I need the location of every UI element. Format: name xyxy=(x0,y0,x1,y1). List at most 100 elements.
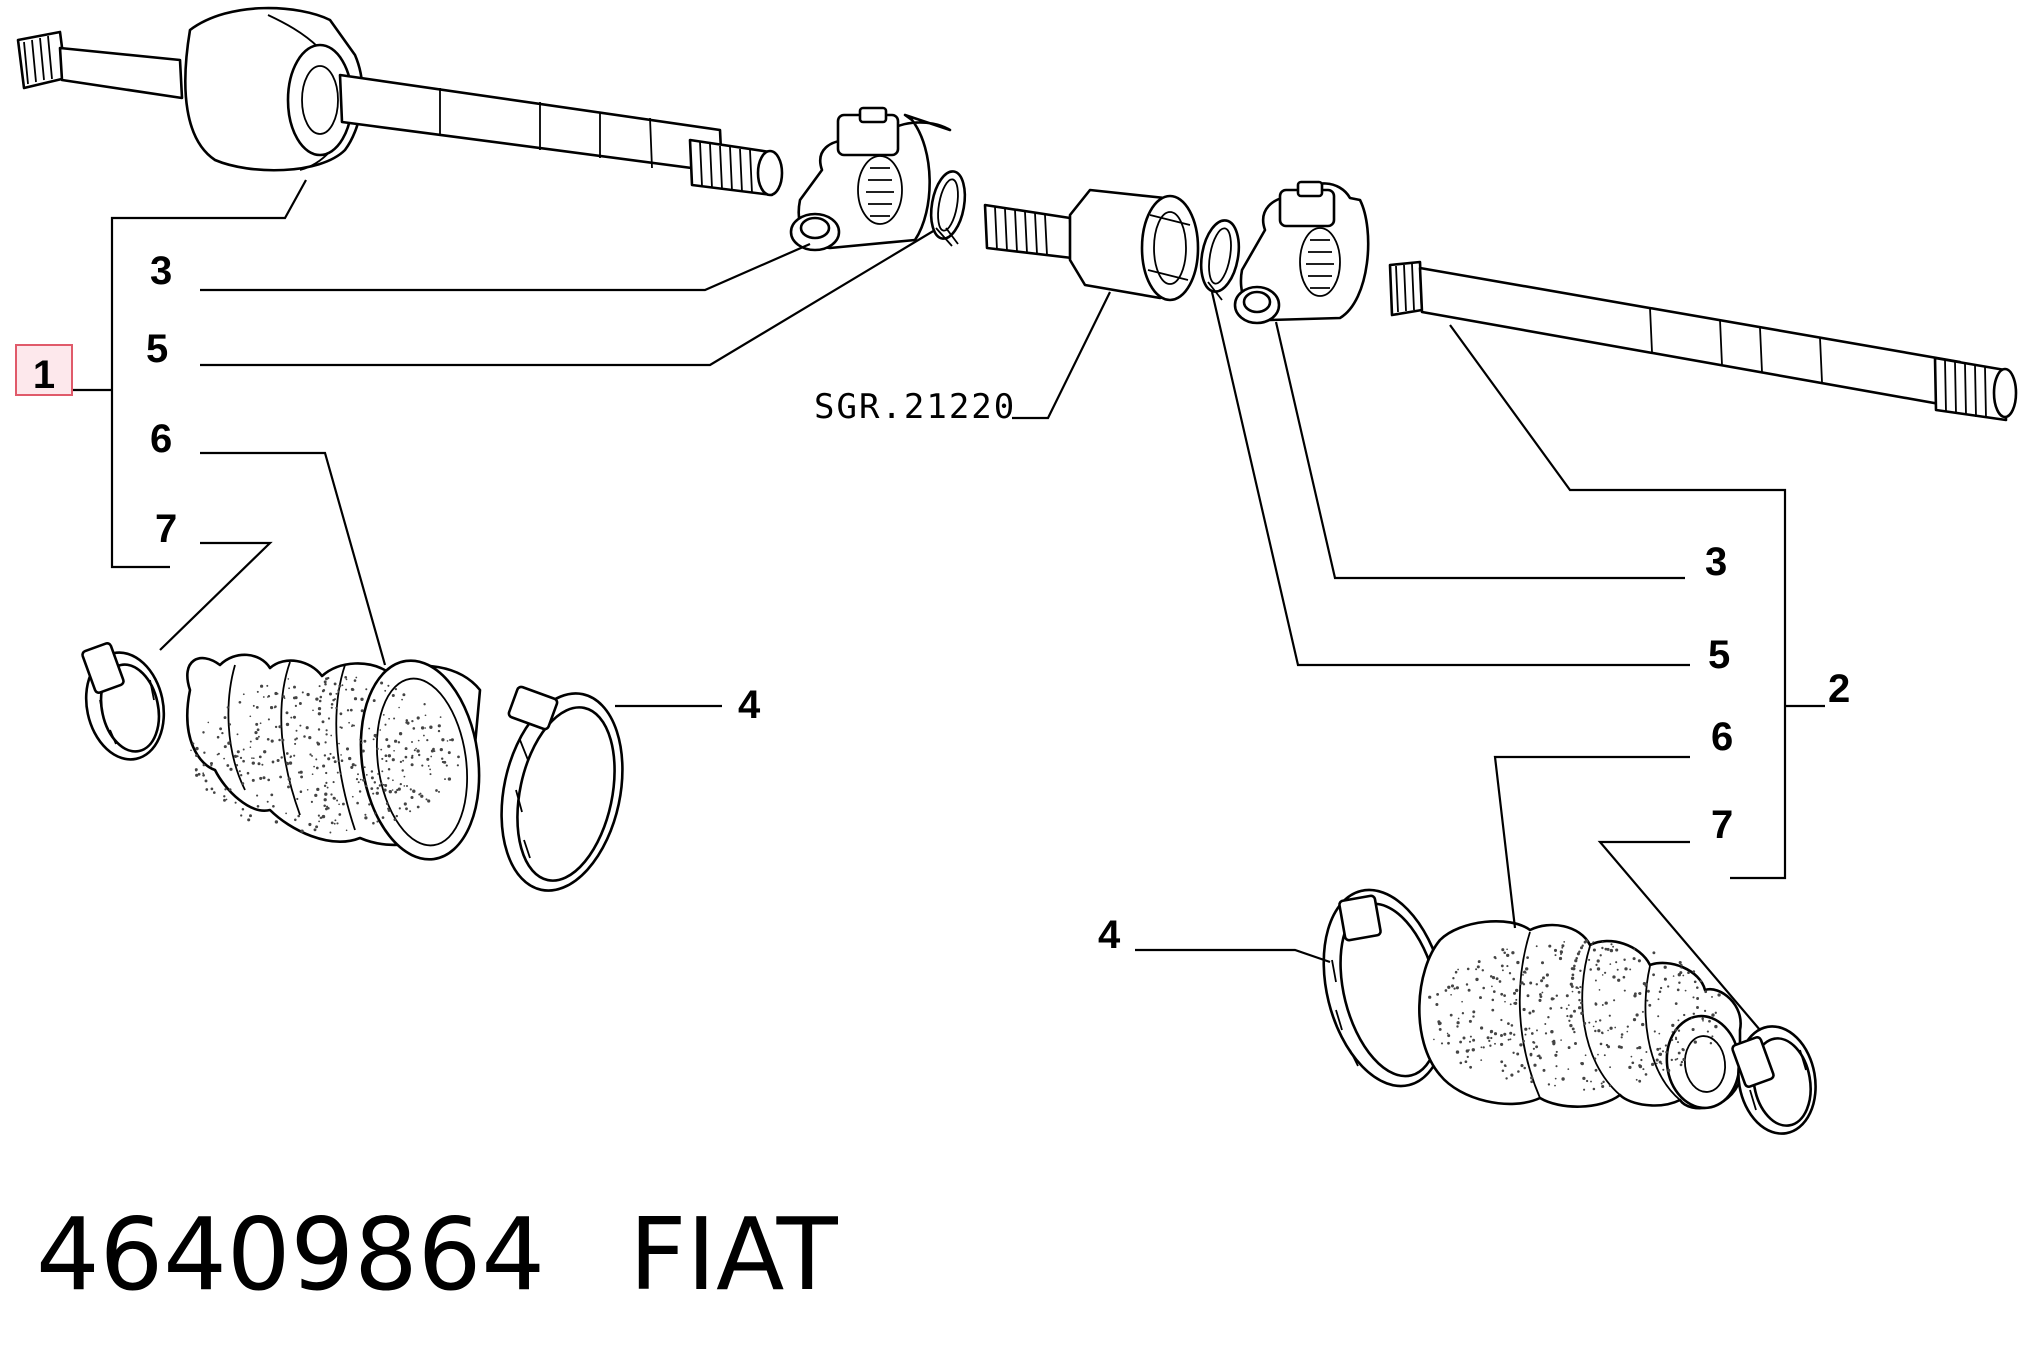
texture-dot xyxy=(1642,1068,1645,1071)
texture-dot xyxy=(427,764,430,767)
texture-dot xyxy=(1554,1077,1557,1080)
texture-dot xyxy=(303,735,306,738)
texture-dot xyxy=(409,810,412,813)
texture-dot xyxy=(1500,1034,1503,1037)
texture-dot xyxy=(1491,985,1493,988)
assembly-highlight-box xyxy=(15,344,73,396)
texture-dot xyxy=(1525,967,1529,971)
texture-dot xyxy=(1446,1032,1449,1035)
texture-dot xyxy=(1584,1054,1587,1057)
texture-dot xyxy=(225,798,228,801)
texture-dot xyxy=(1604,947,1608,951)
texture-dot xyxy=(1704,1009,1707,1013)
texture-dot xyxy=(1591,943,1594,946)
texture-dot xyxy=(1555,1065,1558,1068)
texture-dot xyxy=(1658,990,1662,994)
texture-dot xyxy=(1464,1060,1468,1064)
texture-dot xyxy=(392,779,394,782)
texture-dot xyxy=(1583,940,1587,944)
callout-left-4[interactable]: 4 xyxy=(738,683,761,727)
texture-dot xyxy=(380,681,384,685)
texture-dot xyxy=(1495,977,1499,981)
reference-code-label[interactable]: SGR.21220 xyxy=(814,387,1016,427)
texture-dot xyxy=(1680,963,1682,966)
texture-dot xyxy=(1637,959,1641,963)
texture-dot xyxy=(374,812,377,815)
texture-dot xyxy=(337,690,340,693)
texture-dot xyxy=(1567,1004,1570,1007)
texture-dot xyxy=(1522,1007,1526,1012)
texture-dot xyxy=(272,804,275,808)
texture-dot xyxy=(1578,998,1581,1002)
texture-dot xyxy=(393,749,395,752)
texture-dot xyxy=(197,772,201,776)
texture-dot xyxy=(1459,1061,1463,1065)
callout-left-7[interactable]: 7 xyxy=(155,507,177,551)
texture-dot xyxy=(1545,984,1549,988)
texture-dot xyxy=(1659,1047,1662,1050)
texture-dot xyxy=(1608,1084,1612,1088)
callout-right-3[interactable]: 3 xyxy=(1705,540,1727,584)
texture-dot xyxy=(385,738,389,742)
texture-dot xyxy=(1676,1041,1680,1044)
texture-dot xyxy=(1601,1084,1605,1089)
texture-dot xyxy=(288,687,290,690)
texture-dot xyxy=(1548,944,1552,948)
texture-dot xyxy=(1554,1084,1556,1087)
texture-dot xyxy=(1524,1033,1527,1036)
texture-dot xyxy=(1692,996,1695,999)
texture-dot xyxy=(393,818,397,821)
texture-dot xyxy=(1480,1059,1483,1061)
texture-dot xyxy=(315,758,318,761)
texture-dot xyxy=(1580,1001,1583,1005)
texture-dot xyxy=(329,692,332,696)
callout-left-3[interactable]: 3 xyxy=(150,249,172,293)
texture-dot xyxy=(251,761,255,765)
texture-dot xyxy=(430,755,433,758)
callout-right-5[interactable]: 5 xyxy=(1708,633,1730,677)
texture-dot xyxy=(1645,1051,1648,1053)
callout-right-4[interactable]: 4 xyxy=(1098,913,1121,957)
texture-dot xyxy=(1667,985,1670,988)
texture-dot xyxy=(1701,1017,1704,1021)
texture-dot xyxy=(1711,1013,1715,1017)
texture-dot xyxy=(1503,994,1506,997)
texture-dot xyxy=(399,760,403,764)
texture-dot xyxy=(278,725,282,729)
texture-dot xyxy=(1615,948,1619,952)
callout-right-6[interactable]: 6 xyxy=(1711,715,1733,759)
texture-dot xyxy=(314,793,318,798)
texture-dot xyxy=(384,723,387,726)
texture-dot xyxy=(1538,1056,1542,1060)
texture-dot xyxy=(325,729,328,732)
texture-dot xyxy=(433,750,436,753)
texture-dot xyxy=(1493,955,1497,959)
texture-dot xyxy=(1640,1058,1643,1062)
callout-left-assembly[interactable]: 1 xyxy=(33,353,55,397)
texture-dot xyxy=(353,679,357,682)
brand-name: FIAT xyxy=(628,1196,838,1313)
callout-left-5[interactable]: 5 xyxy=(146,327,168,371)
texture-dot xyxy=(1469,1035,1472,1038)
callout-right-assembly[interactable]: 2 xyxy=(1828,667,1850,711)
callout-left-6[interactable]: 6 xyxy=(150,417,172,461)
texture-dot xyxy=(341,684,344,687)
texture-dot xyxy=(235,764,239,767)
texture-dot xyxy=(279,775,282,779)
texture-dot xyxy=(325,733,328,736)
texture-dot xyxy=(1690,1017,1693,1020)
texture-dot xyxy=(368,727,371,730)
texture-dot xyxy=(1561,944,1565,948)
texture-dot xyxy=(380,782,383,784)
callout-right-7[interactable]: 7 xyxy=(1711,803,1733,847)
texture-dot xyxy=(299,770,303,774)
texture-dot xyxy=(340,754,342,756)
texture-dot xyxy=(1709,1041,1713,1045)
texture-dot xyxy=(1554,954,1557,957)
texture-dot xyxy=(338,813,342,816)
texture-dot xyxy=(1449,1013,1453,1017)
texture-dot xyxy=(365,784,368,788)
texture-dot xyxy=(1571,990,1574,993)
texture-dot xyxy=(202,731,205,734)
texture-dot xyxy=(1475,968,1478,971)
